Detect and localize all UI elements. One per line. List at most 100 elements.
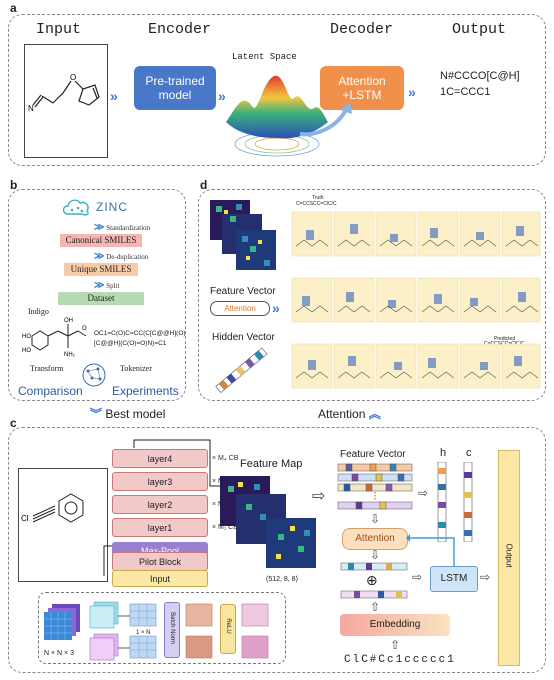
panel-d — [198, 189, 546, 401]
feature-map-title: Feature Map — [240, 458, 303, 470]
hidden-vector-label: Hidden Vector — [212, 332, 275, 343]
panel-d-attention-pill: Attention — [210, 301, 270, 316]
stage-title-output: Output — [452, 21, 507, 38]
truth-smiles: C=CCSCC=ClC/C — [296, 201, 337, 207]
conv-detail-inset — [38, 592, 286, 664]
panel-d-label: d — [200, 178, 208, 192]
attention-box: Attention — [342, 528, 408, 550]
hidden-vector-bar — [215, 347, 268, 394]
relu-output-grids — [241, 603, 269, 659]
context-vector — [340, 562, 408, 571]
attention-connector-label: Attention — [318, 407, 366, 421]
relu-box: ReLU — [220, 604, 236, 654]
down-hollow-arrow-icon: ⇩ — [370, 512, 381, 526]
svg-text:N: N — [28, 104, 34, 113]
step-split: ≫ Split — [94, 280, 120, 291]
batchnorm-box: Batch Norm — [164, 602, 180, 658]
best-model-connector: ︾ Best model — [90, 405, 165, 422]
panel-a-label: a — [10, 1, 17, 15]
layer2-box: layer2 — [112, 495, 208, 514]
c-label: c — [466, 447, 472, 459]
up-hollow-arrow-icon: ⇧ — [370, 600, 381, 614]
feature-vector-stack — [337, 463, 413, 510]
embedding-box-label: Embedding — [369, 619, 421, 630]
batchnorm-label: Batch Norm — [169, 612, 175, 644]
c-vector — [463, 462, 473, 542]
molecule-cl-label: Cl — [21, 514, 29, 523]
right-hollow-arrow-icon: ⇨ — [480, 570, 491, 584]
indigo-smiles-line2: [C@@H](C(O)=O)N)=C1 — [94, 340, 167, 347]
step-deduplication-label: De-duplication — [106, 253, 149, 261]
grid-dim-label: N × N × 3 — [44, 650, 74, 657]
input-box: Input — [112, 570, 208, 587]
conv-output-grids — [129, 603, 157, 659]
plus-circle-icon: ⊕ — [366, 572, 378, 588]
c-feature-vector-title: Feature Vector — [340, 449, 406, 460]
step-deduplication: ≫ De-duplication — [94, 251, 149, 262]
canonical-smiles-box: Canonical SMILES — [60, 234, 142, 247]
encoder-box-label: Pre-trained model — [145, 74, 205, 102]
layer4-box: layer4 — [112, 449, 208, 468]
chloro-phenylacetylene-icon: Cl — [21, 493, 84, 523]
conv-branch-cubes — [89, 601, 132, 661]
lstm-feedback-arrow — [406, 534, 455, 566]
best-model-label: Best model — [105, 407, 166, 421]
tokenizer-label: Tokenizer — [120, 364, 152, 373]
zinc-label: ZINC — [96, 200, 128, 214]
output-bar: Output — [498, 450, 520, 666]
panel-d-feature-vector-label: Feature Vector — [210, 286, 276, 297]
panel-c — [8, 427, 546, 673]
transform-label: Transform — [30, 364, 64, 373]
latent-space-title: Latent Space — [232, 52, 297, 62]
svg-text:HO: HO — [22, 348, 31, 354]
layer3-box: layer3 — [112, 472, 208, 491]
stage-title-input: Input — [36, 21, 82, 38]
panel-d-feature-maps — [210, 200, 276, 270]
cloud-icon — [62, 199, 89, 216]
decoder-box: Attention +LSTM — [320, 66, 404, 110]
embedding-box: Embedding — [340, 614, 450, 636]
output-smiles-line2: 1C=CCC1 — [440, 86, 491, 98]
curved-arrow-icon — [299, 102, 352, 137]
layer-connector-lines — [103, 439, 224, 576]
right-hollow-arrow-icon: ⇨ — [418, 486, 429, 500]
lstm-box-label: LSTM — [440, 573, 468, 584]
unique-smiles-box: Unique SMILES — [64, 263, 138, 276]
panel-c-molecule-box: Cl — [18, 468, 108, 582]
double-arrow-icon: » — [272, 300, 280, 316]
dopa-molecule-icon: HO HO OH O NH₂ — [22, 318, 87, 358]
svg-text:HO: HO — [22, 334, 31, 340]
layer4-annot: × M₄ CB — [212, 455, 239, 462]
bn-output-grids — [185, 603, 213, 659]
arrow-icon: » — [408, 84, 416, 100]
indigo-label: Indigo — [28, 307, 49, 316]
input-token-sequence: ClC#Cc1ccccc1 — [344, 654, 456, 666]
svg-text:OH: OH — [64, 318, 73, 324]
down-chevron-icon: ︾ — [90, 407, 103, 421]
up-chevron-icon: ︽ — [368, 407, 381, 421]
panel-b — [8, 189, 186, 401]
feature-map-stack — [220, 476, 316, 568]
embed-vector — [340, 590, 408, 599]
arrow-icon: » — [218, 88, 226, 104]
step-split-label: Split — [106, 282, 120, 290]
layer1-annot: × M₁ CB — [212, 524, 238, 531]
svg-text:O: O — [82, 326, 87, 332]
brain-network-icon — [82, 363, 106, 387]
attention-connector: Attention ︽ — [318, 405, 381, 422]
svg-text:O: O — [70, 73, 76, 82]
input-molecule-box: N O — [24, 44, 108, 158]
arrow-icon: » — [110, 88, 118, 104]
down-hollow-arrow-icon: ⇩ — [370, 548, 381, 562]
attention-heatmap-grid — [291, 211, 541, 389]
truth-title: Truth — [312, 195, 324, 201]
panel-a — [8, 14, 546, 166]
stage-title-decoder: Decoder — [330, 21, 394, 38]
attention-box-label: Attention — [355, 533, 395, 544]
hollow-arrow-icon: ⇨ — [312, 488, 326, 505]
lstm-box: LSTM — [430, 566, 478, 592]
relu-label: ReLU — [225, 618, 231, 634]
h-vector — [437, 462, 447, 542]
h-label: h — [440, 447, 447, 459]
latent-space-surface — [226, 75, 328, 157]
